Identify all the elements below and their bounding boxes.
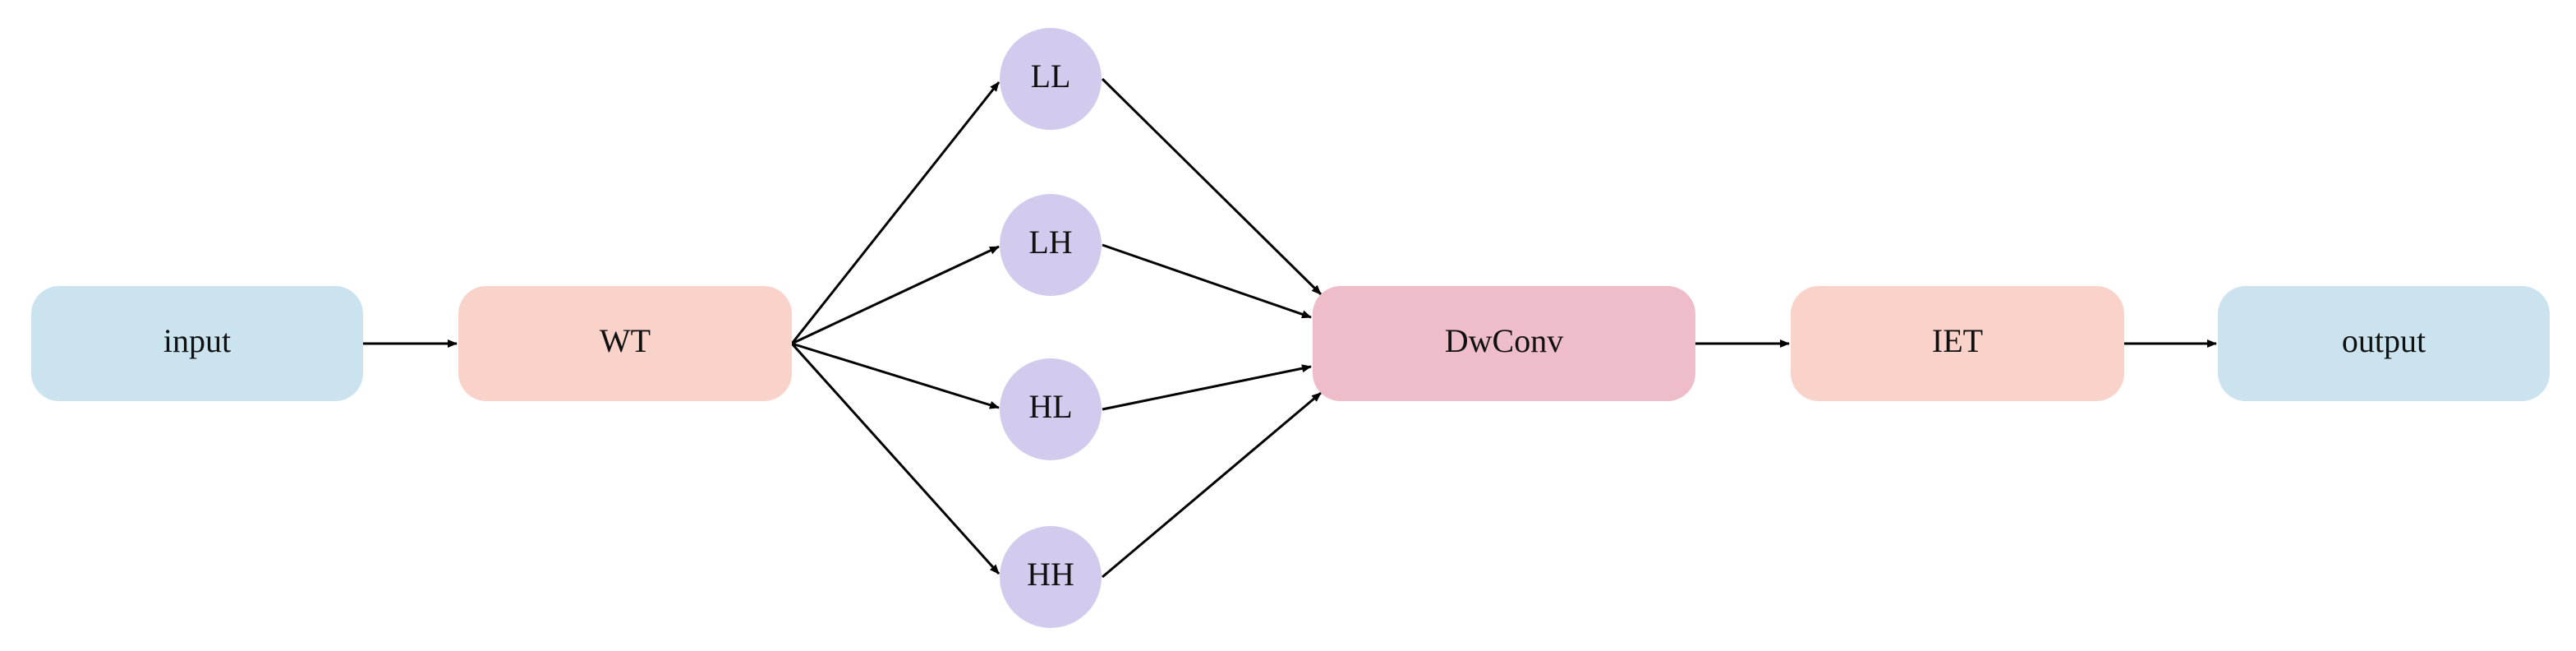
node-output-box	[2218, 286, 2550, 401]
node-input-label: input	[163, 322, 231, 359]
edge-wt-lh	[791, 245, 1000, 345]
node-wt: WT	[458, 286, 792, 401]
node-ll: LL	[1000, 28, 1102, 130]
node-hl-label: HL	[1028, 388, 1072, 425]
node-wt-box	[458, 286, 792, 401]
edge-hl-dwconv	[1102, 364, 1312, 411]
node-hl-circle	[1000, 358, 1102, 460]
edge-hh-dwconv	[1102, 391, 1322, 579]
node-lh-circle	[1000, 194, 1102, 296]
edge-wt-hl	[791, 342, 1000, 409]
node-iet-label: IET	[1932, 322, 1983, 359]
node-hh: HH	[1000, 526, 1102, 628]
node-output: output	[2218, 286, 2550, 401]
edge-lh-dwconv	[1102, 243, 1312, 319]
edge-wt-hh	[790, 342, 1000, 575]
node-ll-circle	[1000, 28, 1102, 130]
node-lh: LH	[1000, 194, 1102, 296]
node-hh-circle	[1000, 526, 1102, 628]
node-dwconv-label: DwConv	[1445, 322, 1563, 359]
node-lh-label: LH	[1028, 224, 1072, 261]
node-iet-box	[1791, 286, 2124, 401]
node-iet: IET	[1791, 286, 2124, 401]
node-dwconv-box	[1313, 286, 1695, 401]
node-input-box	[31, 286, 363, 401]
node-ll-label: LL	[1031, 58, 1071, 95]
node-wt-label: WT	[600, 322, 651, 359]
edges	[363, 77, 2217, 579]
edge-ll-dwconv	[1101, 77, 1322, 296]
node-dwconv: DwConv	[1313, 286, 1695, 401]
node-hl: HL	[1000, 358, 1102, 460]
node-output-label: output	[2342, 322, 2426, 359]
edge-wt-ll	[790, 81, 1000, 344]
node-input: input	[31, 286, 363, 401]
node-hh-label: HH	[1027, 556, 1074, 593]
